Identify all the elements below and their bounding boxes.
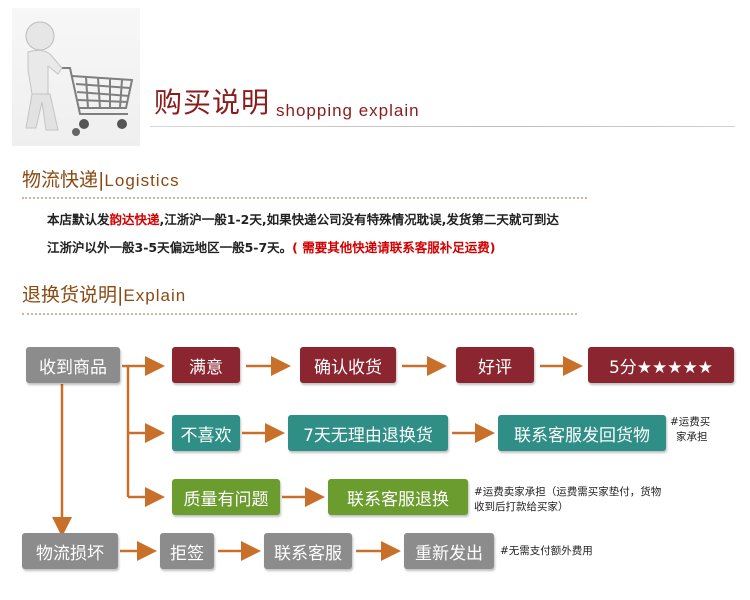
logistics-line-1: 本店默认发韵达快递,江浙沪一般1-2天,如果快递公司没有特殊情况耽误,发货第二天… [47,211,559,229]
logistics-heading-zh: 物流快递 [22,169,99,191]
header-divider [150,126,735,127]
note-buyer-line-1: #运费买 [670,416,711,428]
step-quality-problem: 质量有问题 [172,479,280,515]
page-title: 购买说明 [154,86,271,119]
shopping-cart-figure-icon [25,21,134,136]
returns-heading-en: Explain [123,286,187,305]
note-buyer-line-2: 家承担 [676,431,708,443]
logistics-line1-prefix: 本店默认发 [47,212,110,227]
page-title-english: shopping explain [276,101,420,120]
step-contact-service: 联系客服 [264,533,352,569]
step-reship: 重新发出 [404,533,494,569]
logistics-line2-note: ( 需要其他快递请联系客服补足运费) [292,240,496,255]
logistics-line2-main: 江浙沪以外一般3-5天偏远地区一般5-7天。 [47,240,293,255]
note-no-extra-fee: #无需支付额外费用 [500,545,593,557]
returns-divider [22,313,577,315]
step-seven-day-return: 7天无理由退换货 [288,415,448,451]
note-buyer-pays-shipping: #运费买 家承担 [670,415,710,445]
step-shipping-damage: 物流损坏 [22,533,118,569]
step-five-star-rating: 5分★★★★★ [588,347,734,383]
step-satisfied: 满意 [172,347,240,383]
step-refuse-delivery: 拒签 [160,533,214,569]
courier-name: 韵达快递 [109,212,160,227]
step-confirm-receipt: 确认收货 [300,347,396,383]
logistics-line1-suffix: ,江浙沪一般1-2天,如果快递公司没有特殊情况耽误,发货第二天就可到达 [159,212,559,227]
heading-separator: | [117,284,124,306]
step-positive-review: 好评 [456,347,534,383]
logistics-heading-en: Logistics [104,171,180,190]
note-seller-line-1: #运费卖家承担（运费需买家垫付，货物 [474,486,662,498]
heading-separator: | [98,169,105,191]
step-contact-return-goods: 联系客服发回货物 [498,415,666,451]
logistics-heading: 物流快递 | Logistics [22,168,180,193]
logistics-divider [22,197,587,199]
note-seller-pays-shipping: #运费卖家承担（运费需买家垫付，货物 收到后打款给买家） [474,485,661,515]
note-seller-line-2: 收到后打款给买家） [474,501,569,513]
step-dislike: 不喜欢 [172,415,240,451]
step-receive-goods: 收到商品 [26,347,120,383]
returns-heading-zh: 退换货说明 [22,284,118,306]
returns-heading: 退换货说明 | Explain [22,283,186,308]
logistics-line-2: 江浙沪以外一般3-5天偏远地区一般5-7天。( 需要其他快递请联系客服补足运费) [47,239,495,257]
step-contact-exchange: 联系客服退换 [328,479,468,515]
